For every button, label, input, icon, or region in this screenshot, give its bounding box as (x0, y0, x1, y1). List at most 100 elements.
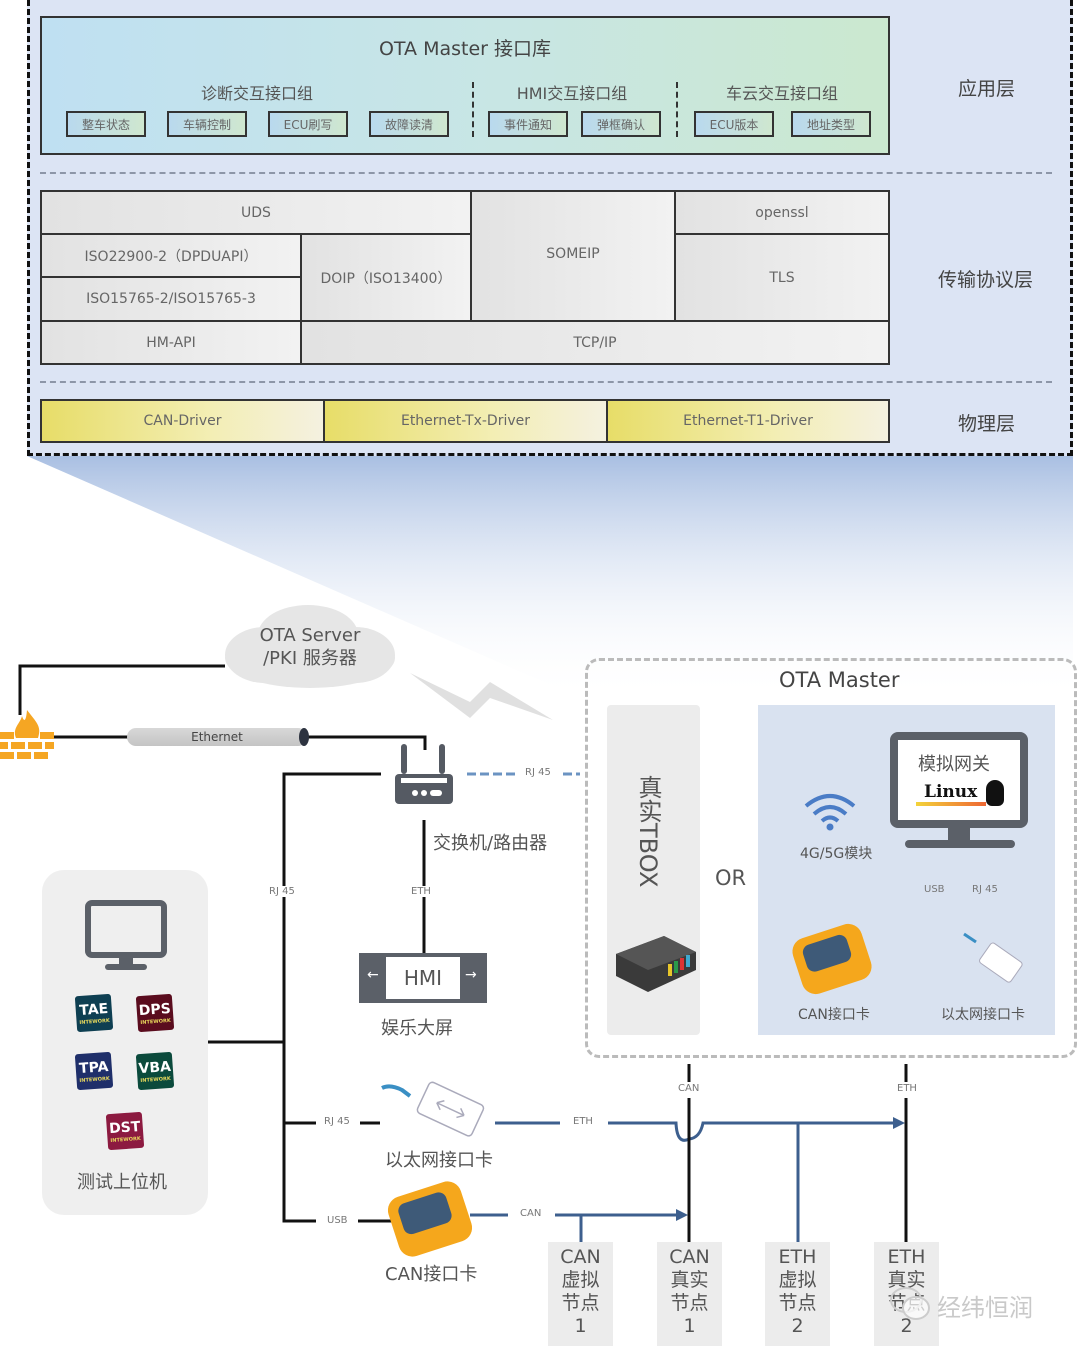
api-vehicle-control[interactable]: 车辆控制 (167, 111, 247, 137)
cloud-server-label: OTA Server /PKI 服务器 (240, 624, 380, 670)
node-line: 2 (791, 1315, 804, 1337)
ethernet-card-icon[interactable] (380, 1080, 495, 1142)
logo-vba-sub: INTEWORK (140, 1075, 171, 1085)
firewall-icon (0, 710, 54, 759)
cell-hm-api: HM-API (40, 320, 302, 365)
inner-can-card-label: CAN接口卡 (798, 1007, 870, 1023)
layer-label-transport: 传输协议层 (938, 269, 1034, 291)
ethernet-cable-label: Ethernet (191, 730, 243, 744)
link-label-eth-drop: ETH (895, 1083, 919, 1094)
driver-ethernet-tx: Ethernet-Tx-Driver (323, 399, 608, 443)
inner-ethernet-card-label: 以太网接口卡 (941, 1007, 1025, 1023)
cell-iso15765: ISO15765-2/ISO15765-3 (40, 276, 302, 322)
cell-tcpip: TCP/IP (300, 320, 890, 365)
logo-tpa-sub: INTEWORK (79, 1075, 110, 1085)
node-line: CAN (669, 1246, 710, 1268)
node-line: CAN (560, 1246, 601, 1268)
cell-doip: DOIP（ISO13400） (300, 233, 472, 322)
ethernet-card-label: 以太网接口卡 (385, 1150, 493, 1171)
link-label-rj45-inner: RJ 45 (970, 884, 1000, 895)
tux-icon (986, 780, 1004, 806)
hmi-label: 娱乐大屏 (381, 1018, 453, 1039)
wire-cable-router (305, 735, 427, 750)
link-label-usb-card: USB (325, 1215, 350, 1226)
group-divider (676, 82, 678, 137)
layer-divider (40, 172, 1052, 174)
cable-end (299, 728, 309, 746)
ethernet-cable: Ethernet (127, 728, 307, 746)
logo-dst-sub: INTEWORK (110, 1135, 141, 1145)
tbox-device-icon (616, 936, 696, 992)
gateway-monitor-icon: 模拟网关 Linux (890, 732, 1028, 828)
real-tbox-label: 真实TBOX (634, 775, 662, 888)
linux-logo: Linux (924, 782, 978, 802)
node-line: 虚拟 (778, 1269, 817, 1291)
monitor-icon (85, 900, 167, 970)
node-line: 节点 (778, 1292, 817, 1314)
cell-iso22900: ISO22900-2（DPDUAPI） (40, 233, 302, 278)
layer-divider (40, 381, 1052, 383)
projection-shape (27, 456, 1073, 700)
link-label-can-bus: CAN (518, 1208, 544, 1219)
link-label-rj45-left: RJ 45 (267, 886, 297, 897)
node-line: 真实 (887, 1269, 926, 1291)
wireless-module-label: 4G/5G模块 (800, 846, 873, 862)
api-fault-read-clear[interactable]: 故障读清 (369, 111, 449, 137)
wire-firewall-cloud (18, 664, 225, 715)
wire-router-trunk (282, 772, 381, 1223)
library-title: OTA Master 接口库 (378, 38, 552, 60)
api-ecu-version[interactable]: ECU版本 (694, 111, 774, 137)
router-label: 交换机/路由器 (433, 833, 548, 854)
wechat-icon (890, 1287, 930, 1320)
watermark-text: 经纬恒润 (937, 1294, 1033, 1322)
cloud-icon (225, 605, 395, 688)
link-label-rj45-router: RJ 45 (523, 767, 553, 778)
node-line: 1 (574, 1315, 587, 1337)
node-line: 2 (900, 1315, 913, 1337)
api-ecu-flash[interactable]: ECU刷写 (268, 111, 348, 137)
link-label-eth-hmi: ETH (409, 886, 433, 897)
api-popup-confirm[interactable]: 弹框确认 (581, 111, 661, 137)
api-vehicle-status[interactable]: 整车状态 (66, 111, 146, 137)
api-address-type[interactable]: 地址类型 (791, 111, 871, 137)
cell-uds: UDS (40, 190, 472, 235)
arrow-left-icon: ← (367, 967, 379, 983)
cloud-line2: /PKI 服务器 (263, 648, 357, 669)
driver-ethernet-t1: Ethernet-T1-Driver (606, 399, 890, 443)
node-line: ETH (778, 1246, 817, 1268)
link-label-usb-inner: USB (922, 884, 947, 895)
gateway-label: 模拟网关 (918, 754, 990, 775)
test-pc-panel (42, 870, 208, 1215)
ota-master-library: OTA Master 接口库 诊断交互接口组 HMI交互接口组 车云交互接口组 … (40, 16, 890, 155)
node-line: ETH (887, 1246, 926, 1268)
inner-ethernet-card-icon (963, 932, 1023, 983)
logo-tae-sub: INTEWORK (79, 1017, 110, 1027)
router-icon[interactable] (393, 742, 455, 806)
link-label-rj45-card: RJ 45 (322, 1116, 352, 1127)
api-event-notify[interactable]: 事件通知 (488, 111, 568, 137)
logo-dps-sub: INTEWORK (140, 1017, 171, 1027)
node-line: 1 (683, 1315, 696, 1337)
group-title-diagnostic: 诊断交互接口组 (200, 84, 313, 103)
node-line: 节点 (561, 1292, 600, 1314)
hmi-screen[interactable]: HMI ← → (359, 953, 487, 1003)
node-line: 虚拟 (561, 1269, 600, 1291)
driver-can: CAN-Driver (40, 399, 325, 443)
group-divider (472, 82, 474, 137)
can-card-label: CAN接口卡 (385, 1264, 478, 1285)
ota-master-box (585, 658, 1077, 1058)
cell-tls: TLS (674, 233, 890, 322)
cloud-line1: OTA Server (259, 625, 361, 646)
or-label: OR (715, 866, 747, 890)
cell-someip: SOMEIP (470, 190, 676, 322)
test-pc-label: 测试上位机 (77, 1172, 167, 1193)
arrow-right-icon: → (465, 967, 477, 983)
